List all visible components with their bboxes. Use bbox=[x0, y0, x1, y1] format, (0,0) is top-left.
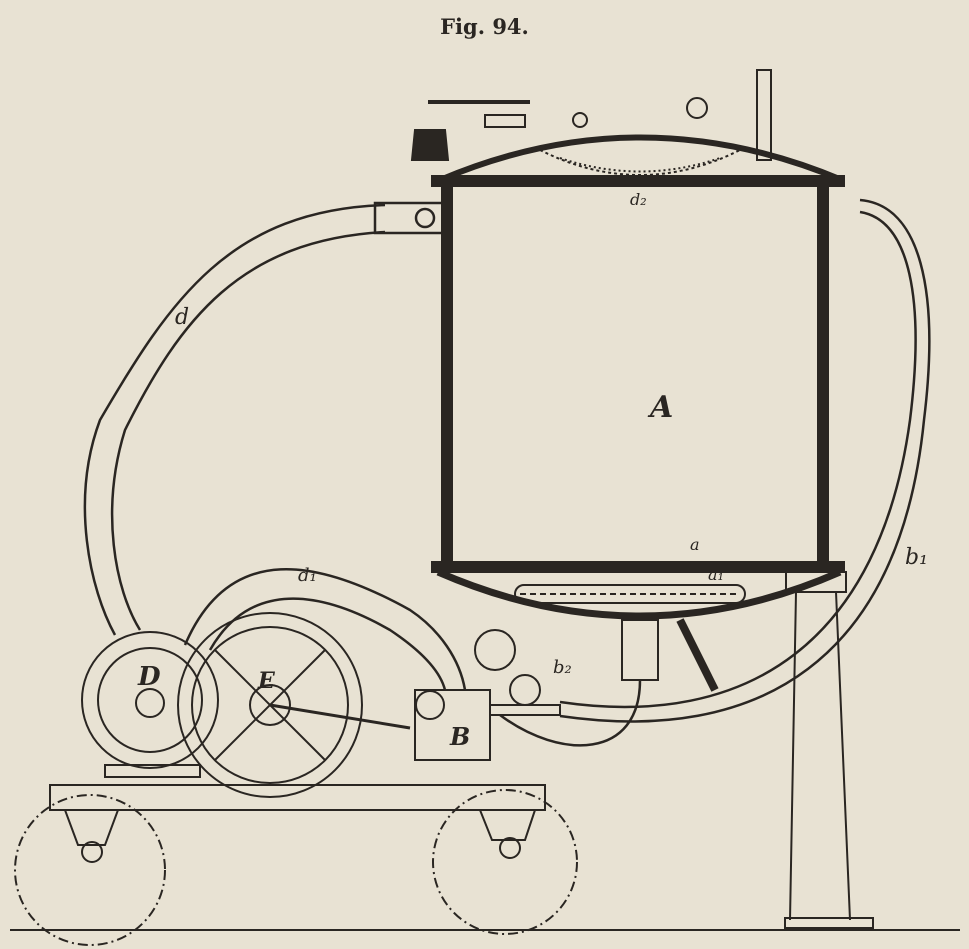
label-flywheel-e: E bbox=[258, 668, 275, 694]
sprinkler bbox=[539, 149, 741, 176]
bottom-valves bbox=[474, 618, 719, 706]
label-d1: d₁ bbox=[298, 565, 317, 586]
pump-b bbox=[414, 689, 561, 761]
hose-b1 bbox=[559, 198, 931, 723]
hose-d bbox=[83, 201, 447, 636]
label-pump-b: B bbox=[450, 722, 471, 751]
label-b2: b₂ bbox=[553, 657, 572, 678]
label-d: d bbox=[175, 305, 190, 330]
label-d2: d₂ bbox=[630, 190, 647, 209]
cart bbox=[14, 784, 578, 946]
pump-d bbox=[81, 631, 219, 778]
top-fittings bbox=[410, 69, 772, 161]
hose-d1 bbox=[183, 568, 642, 747]
label-pump-d: D bbox=[138, 662, 161, 692]
stand bbox=[784, 571, 874, 929]
label-b1: b₁ bbox=[905, 545, 928, 570]
coil bbox=[514, 584, 746, 604]
flywheel-e bbox=[177, 612, 411, 798]
label-a-tank: A bbox=[650, 390, 674, 425]
label-a: a bbox=[690, 535, 700, 554]
figure-caption: Fig. 94. bbox=[440, 14, 529, 39]
label-a1: a₁ bbox=[708, 565, 724, 584]
tank bbox=[431, 134, 845, 620]
